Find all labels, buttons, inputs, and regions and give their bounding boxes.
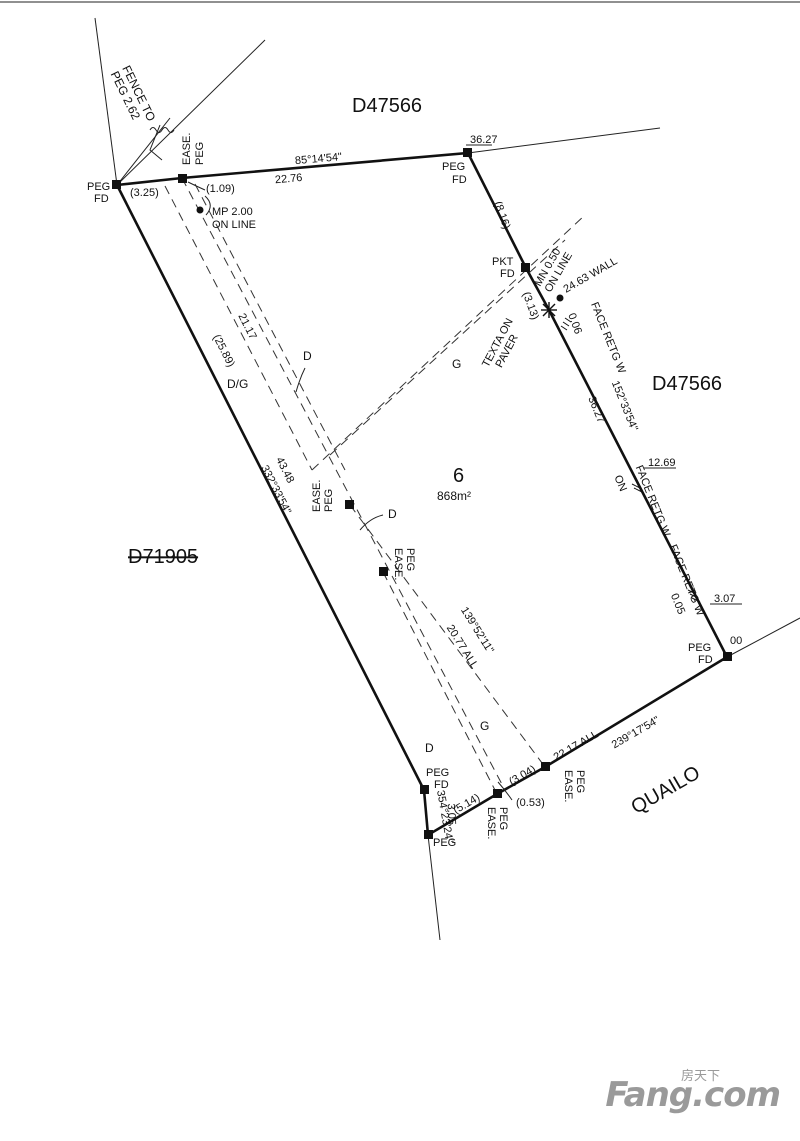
texta-star-icon (541, 302, 557, 318)
top-right-distance: 36.27 (470, 134, 498, 146)
dist-006: 0.06 (565, 312, 584, 336)
dist-109: (1.09) (206, 183, 235, 195)
easement-line-1 (164, 185, 313, 471)
peg-marker (112, 180, 121, 189)
peg-label: PEG (574, 770, 586, 793)
peg-label: PEG (323, 489, 335, 512)
face-retg-w-2: FACE RETG W (633, 464, 673, 539)
peg-marker (178, 174, 187, 183)
ext-line-top-right (467, 127, 661, 154)
ease-label: EASE. (392, 548, 404, 580)
peg-label: PEG (433, 837, 456, 849)
bottom-ease-distance: 22.17 ALL (552, 728, 601, 763)
fd-label: FD (434, 779, 449, 791)
dist-816: (8.16) (491, 200, 512, 231)
mp-label-2: ON LINE (212, 219, 256, 231)
easement-line-6 (349, 504, 546, 768)
d-label-middle: D (388, 507, 397, 521)
peg-label: PEG (404, 548, 416, 571)
peg-label: PEG (426, 767, 449, 779)
arrow-mp (204, 195, 211, 216)
easement-line-4 (329, 239, 566, 456)
peg-marker (521, 263, 530, 272)
fence-arrow (149, 124, 163, 161)
peg-label: PEG (497, 807, 509, 830)
ext-line-fence (116, 117, 171, 186)
top-bearing: 85°14'54" (294, 151, 342, 167)
d-label-lower: D (425, 741, 434, 755)
face-on-label: ON (611, 473, 628, 493)
face-retg-w-1: FACE RETG W (588, 300, 628, 375)
dist-005: 0.05 (668, 592, 687, 616)
pkt-label: PKT (492, 256, 514, 268)
wall-hatch (560, 317, 701, 603)
peg-marker (541, 762, 550, 771)
bottom-bearing: 239°17'54" (610, 714, 662, 751)
peg-marker (463, 148, 472, 157)
right-distance: 36.27 (585, 395, 606, 425)
peg-label: PEG (688, 642, 711, 654)
right-bearing: 152°33'54" (609, 379, 640, 433)
dist-00: 00 (730, 635, 742, 647)
peg-marker (420, 785, 429, 794)
dist-325: (3.25) (130, 187, 159, 199)
easement-line-3 (311, 214, 586, 471)
ext-line-diag-top (116, 39, 266, 186)
dist-305: 3.05 (445, 803, 458, 825)
easement-line-7 (382, 571, 498, 795)
easement-line-5 (181, 177, 506, 791)
peg-marker (345, 500, 354, 509)
peg-label: PEG (442, 161, 465, 173)
arrow-d-middle (359, 514, 384, 531)
peg-marker (493, 789, 502, 798)
fence-squiggle (149, 127, 175, 133)
dist-1269: 12.69 (648, 457, 676, 469)
ext-line-bottom-right (726, 617, 800, 658)
peg-marker (723, 652, 732, 661)
ext-line-bottom-left (427, 834, 441, 941)
peg-marker (424, 830, 433, 839)
dg-label: D/G (227, 377, 248, 391)
ease-label: EASE. (181, 133, 193, 165)
arrow-053 (497, 781, 513, 801)
peg-label: PEG (87, 181, 110, 193)
ease-label: EASE. (311, 480, 323, 512)
d-label-upper: D (303, 349, 312, 363)
mn-marker (556, 294, 564, 302)
watermark-logo: 房天下 Fang.com (590, 1063, 781, 1123)
fd-label: FD (698, 654, 713, 666)
lot-area: 868m² (437, 489, 471, 503)
dist-304: (3.04) (507, 763, 538, 788)
peg-label: PEG (194, 142, 206, 165)
fd-label: FD (500, 268, 515, 280)
parcel-label-top: D47566 (352, 95, 422, 117)
mp-marker (196, 206, 204, 214)
g-label-lower: G (480, 719, 489, 733)
mp-label-1: MP 2.00 (212, 206, 253, 218)
top-distance: 22.76 (274, 172, 302, 186)
watermark-cn: 房天下 (680, 1069, 720, 1084)
g-label-upper: G (452, 357, 461, 371)
dist-307: 3.07 (714, 593, 735, 605)
easement-line-2 (194, 183, 346, 471)
dist-2589: (25.89) (210, 333, 237, 370)
ease-label: EASE. (485, 807, 497, 839)
fd-label: FD (94, 193, 109, 205)
fd-label: FD (452, 174, 467, 186)
parcel-label-left: D71905 (128, 546, 198, 568)
street-name: QUAILO (628, 762, 704, 819)
dist-053: (0.53) (516, 797, 545, 809)
dist-313: (3.13) (520, 290, 541, 321)
watermark-en: Fang.com (605, 1075, 781, 1115)
parcel-label-right: D47566 (652, 373, 722, 395)
arrow-d-upper (295, 367, 306, 393)
lot-number: 6 (453, 465, 464, 487)
ext-line-top-left (94, 17, 118, 186)
peg-marker (379, 567, 388, 576)
ease-label: EASE. (562, 770, 574, 802)
arrow-109 (187, 181, 206, 191)
